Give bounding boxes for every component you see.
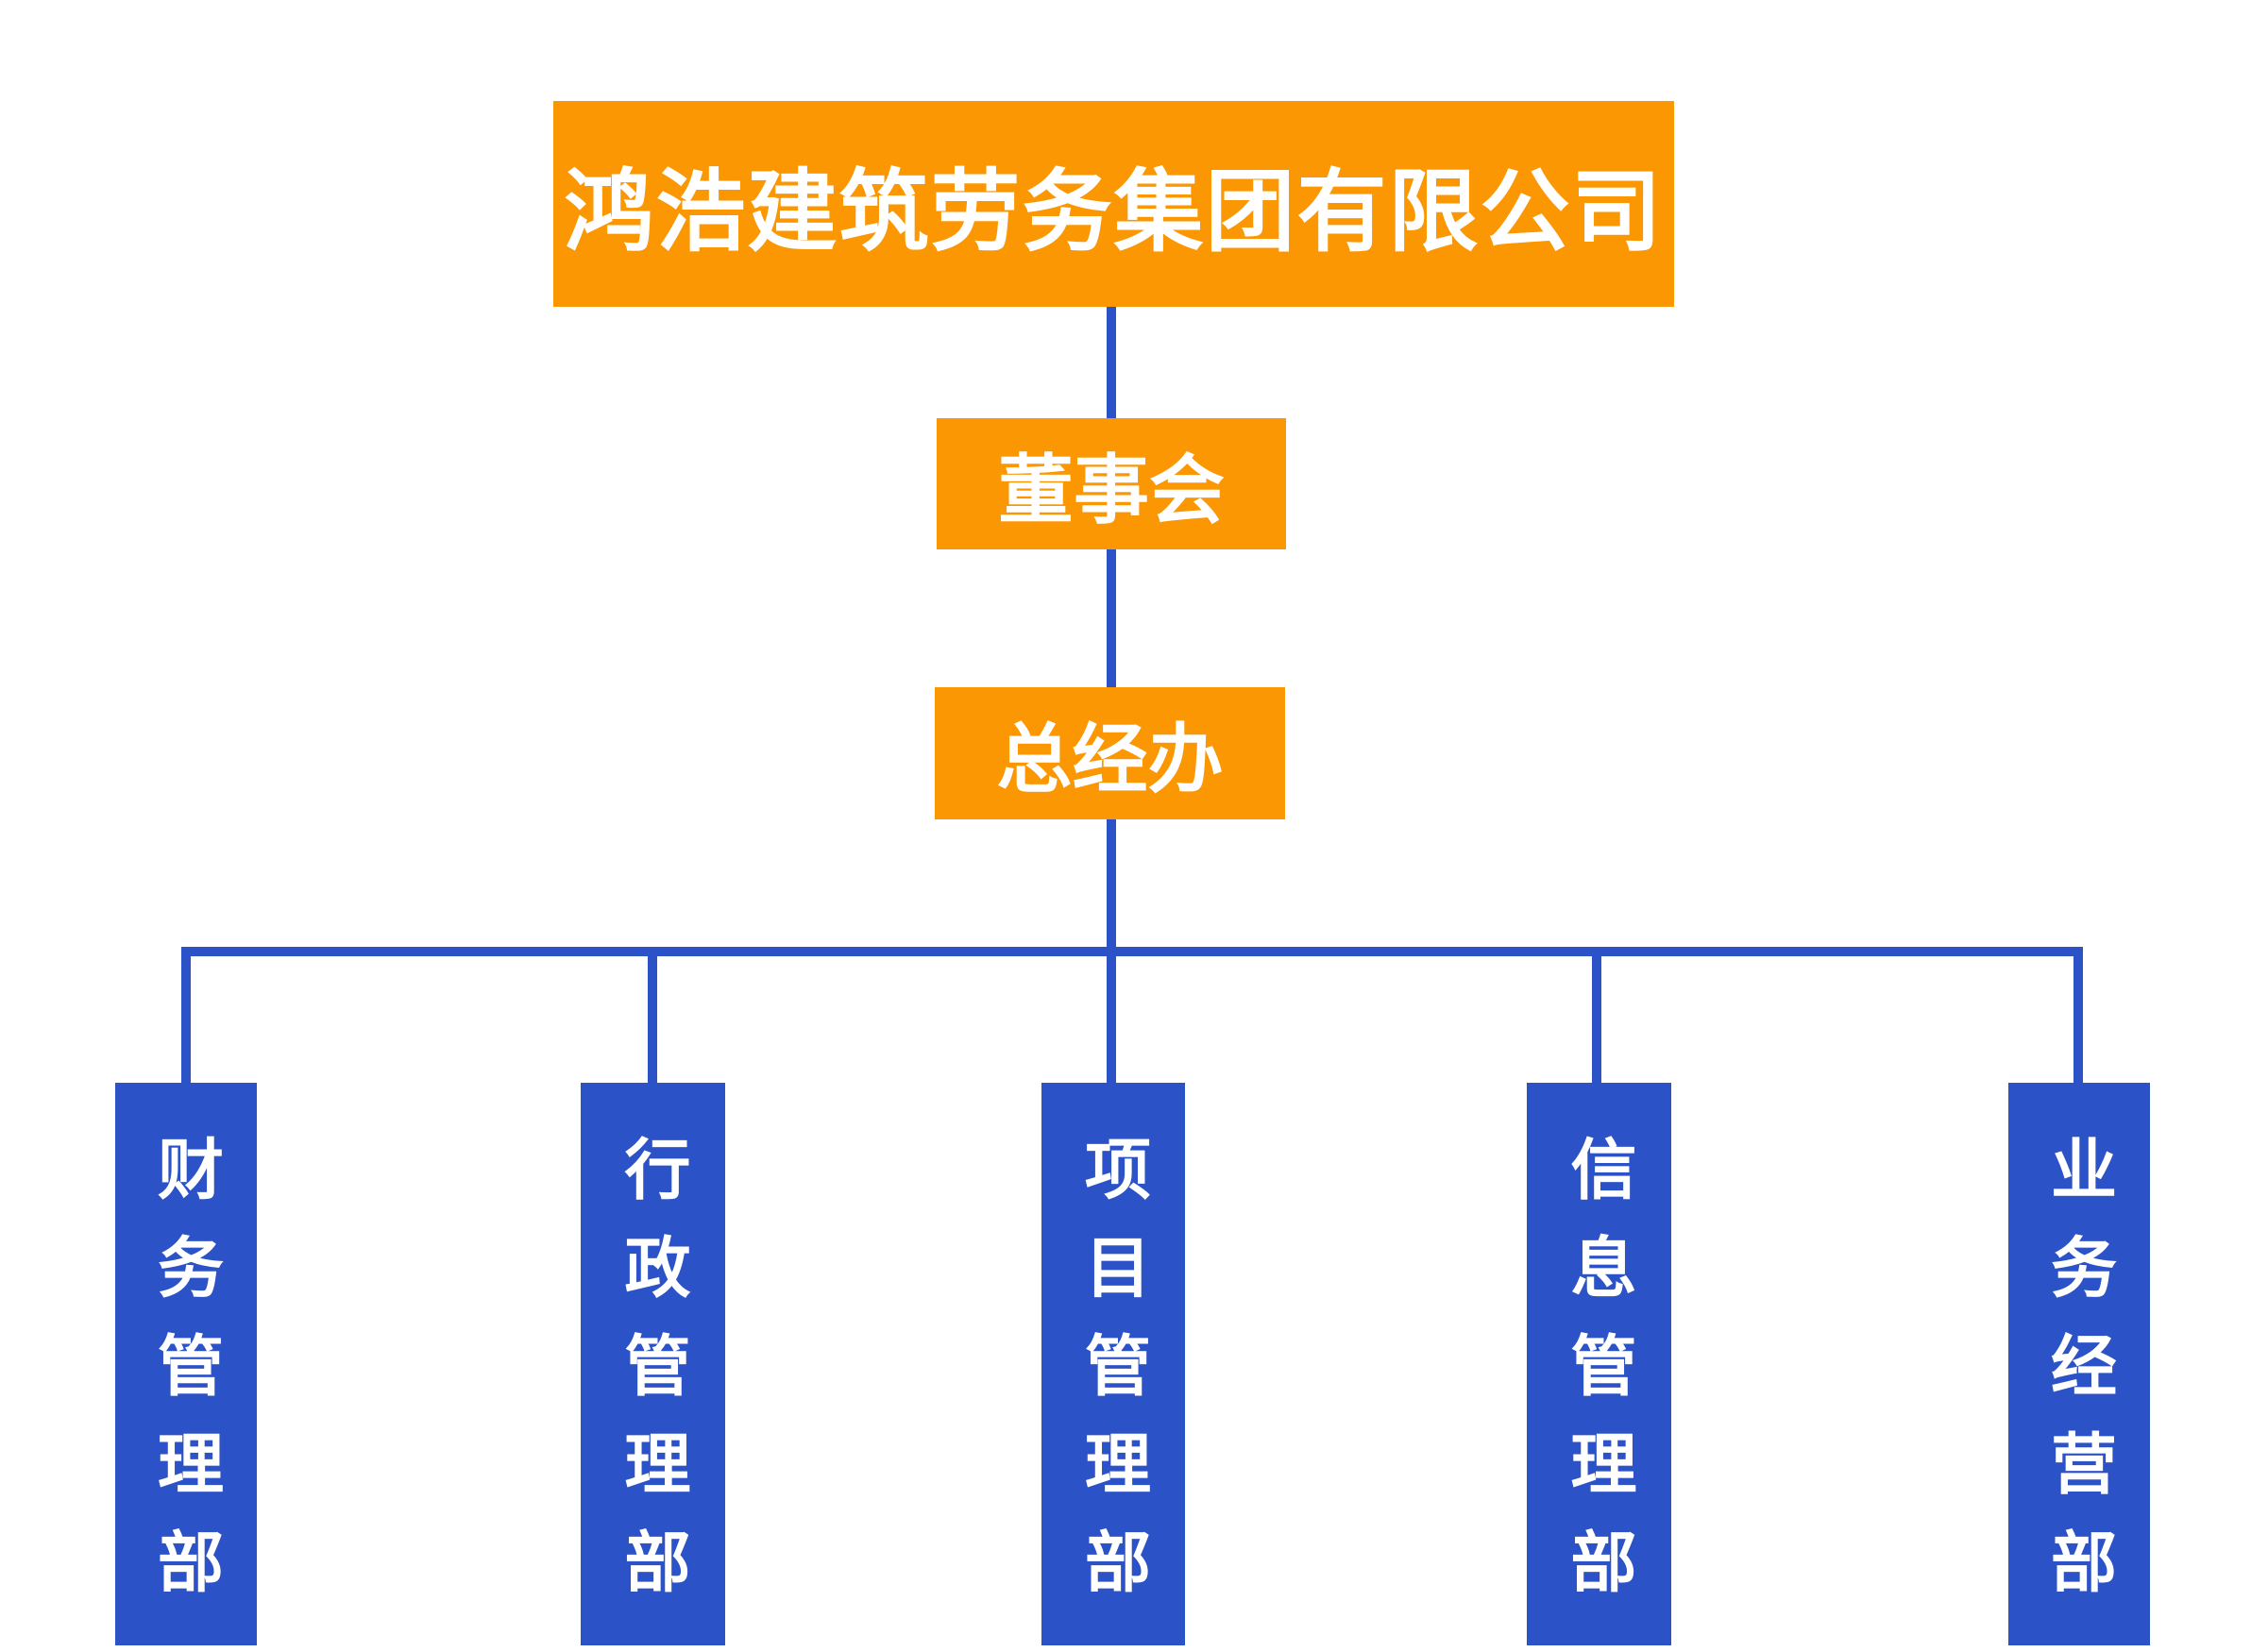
dept-project-label: 项目管理部: [1075, 1135, 1150, 1626]
connector-horizontal-bus: [181, 947, 2083, 956]
org-node-dept-project: 项目管理部: [1041, 1083, 1185, 1645]
dept-information-label: 信息管理部: [1562, 1135, 1635, 1626]
connector-board-to-gm-office: [1107, 549, 1116, 687]
connector-drop-finance: [181, 947, 191, 1083]
org-node-gm-office: 总经办: [935, 687, 1285, 819]
org-node-company: 鸿浩建筑劳务集团有限公司: [553, 101, 1674, 307]
connector-drop-business: [2073, 947, 2083, 1083]
org-node-board-of-directors: 董事会: [937, 418, 1286, 549]
org-node-dept-admin: 行政管理部: [581, 1083, 725, 1645]
org-node-dept-finance: 财务管理部: [115, 1083, 257, 1645]
org-node-dept-information: 信息管理部: [1527, 1083, 1671, 1645]
connector-drop-admin: [648, 947, 657, 1083]
connector-drop-information: [1592, 947, 1601, 1083]
dept-finance-label: 财务管理部: [148, 1135, 223, 1626]
dept-admin-label: 行政管理部: [616, 1135, 689, 1626]
dept-business-label: 业务经营部: [2041, 1135, 2116, 1626]
connector-root-to-board: [1107, 307, 1116, 418]
org-node-dept-business: 业务经营部: [2008, 1083, 2150, 1645]
